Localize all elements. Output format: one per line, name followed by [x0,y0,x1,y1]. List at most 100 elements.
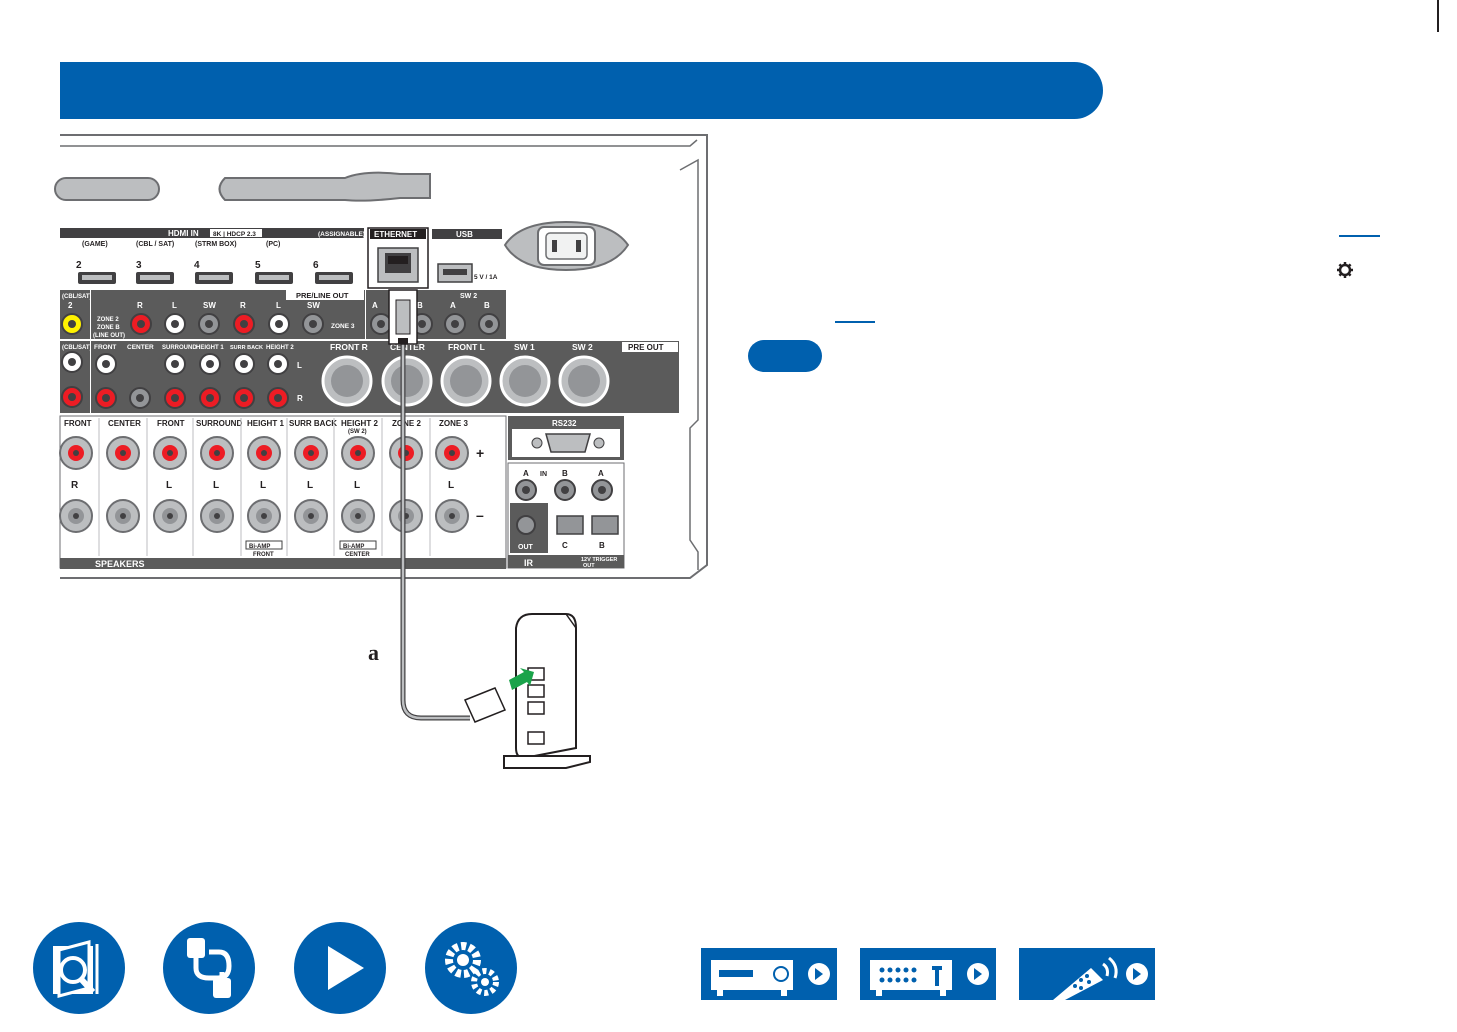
hdmi-sublabel-game: (GAME) [82,241,108,248]
hdmi-spec-label: 8K | HDCP 2.3 [213,231,256,238]
speaker-side-l5: L [354,480,360,491]
gear-icon [1337,262,1353,278]
sw2-b2-label: B [484,301,490,310]
hdmi-in-label: HDMI IN [168,229,199,238]
pre-line-out-label: PRE/LINE OUT [296,291,349,300]
trigger-c-label: C [562,541,568,550]
terminal-plus: + [476,445,484,461]
ir-a-label: A [523,469,529,478]
hdmi-number-4: 4 [194,260,200,271]
zone3-l-label: L [276,301,281,310]
zone2-l-label: L [172,301,177,310]
preout-head-front: FRONT [94,344,116,351]
ir-in-label: IN [540,471,547,478]
speaker-head-surrback: SURR BACK [289,419,337,428]
biamp-front-label: Bi-AMP [249,544,270,550]
zoneb-label: ZONE B [97,325,120,331]
sw2-a-label: A [372,301,378,310]
pre-out-label: PRE OUT [628,343,664,352]
ir-b-label: B [562,469,568,478]
speaker-terminals [59,436,469,533]
hdmi-number-2: 2 [76,260,82,271]
page-edge-line [1437,0,1439,32]
hdmi-sublabel-cblsat: (CBL / SAT) [136,241,174,248]
speaker-heads: FRONT CENTER FRONT SURROUND HEIGHT 1 SUR… [64,419,468,435]
trigger-out-label: OUT [583,563,595,569]
router [503,613,591,769]
xlr-head-front-l: FRONT L [448,342,485,352]
biamp-center-label: Bi-AMP [343,544,364,550]
zone2-sw-label: SW [203,301,216,310]
pre-line-out-jacks [130,313,324,335]
zone3-sw-label: SW [307,301,320,310]
settings-icon[interactable] [425,922,517,1014]
hdmi-sublabel-pc: (PC) [266,241,280,248]
hdmi-number-5: 5 [255,260,261,271]
speaker-side-l4: L [307,480,313,491]
preout-head-height1: HEIGHT 1 [196,345,224,351]
cbl-sat-label: (CBL/SAT) [62,294,92,300]
sw2-label: SW 2 [460,293,477,300]
sw2-a2-label: A [450,301,456,310]
lineout-label: (LINE OUT) [93,333,125,339]
sw2-b-label: B [417,301,423,310]
preout-l-label: L [297,361,302,370]
xlr-head-sw1: SW 1 [514,342,535,352]
terminal-minus: – [476,507,484,523]
speaker-sw2-note: (SW 2) [348,429,367,435]
rear-panel-icon[interactable] [860,948,996,1000]
trigger-label: 12V TRIGGER [581,557,617,563]
speaker-head-height1: HEIGHT 1 [247,419,284,428]
speaker-side-l3: L [260,480,266,491]
speaker-head-height2: HEIGHT 2 [341,419,378,428]
hdmi-assignable-label: (ASSIGNABLE) [318,231,365,238]
cbl-sat-number: 2 [68,301,73,310]
xlr-jacks [321,355,610,407]
zone3-r-label: R [240,301,246,310]
manual-index-icon[interactable] [33,922,125,1014]
xlr-head-center: CENTER [390,342,425,352]
ethernet-cable [388,289,507,723]
remote-control-icon[interactable] [1019,948,1155,1000]
speakers-label: SPEAKERS [95,559,145,569]
pre-out-rca-jacks [95,353,289,409]
speaker-head-zone3: ZONE 3 [439,419,468,428]
hdmi-sublabel-strmbox: (STRM BOX) [195,241,237,248]
zone2-r-label: R [137,301,143,310]
ir-label: IR [524,558,534,568]
speaker-side-l2: L [213,480,219,491]
xlr-head-sw2: SW 2 [572,342,593,352]
trigger-a-label: A [598,469,604,478]
ethernet-label: ETHERNET [374,230,417,239]
section-header-bar [60,62,1103,119]
ir-out-label: OUT [518,544,534,551]
front-panel-icon[interactable] [701,948,837,1000]
speaker-head-zone2: ZONE 2 [392,419,421,428]
cbl-sat-label-2: (CBL/SAT) [62,345,92,351]
speaker-side-r: R [71,480,79,491]
zone2-label: ZONE 2 [97,317,119,323]
connections-icon[interactable] [163,922,255,1014]
speaker-head-center: CENTER [108,419,141,428]
biamp-center-sub: CENTER [345,552,370,558]
zone3-label: ZONE 3 [331,323,355,330]
speaker-head-front-2: FRONT [157,419,185,428]
router-arrow [509,668,534,690]
preout-head-surrback: SURR BACK [230,345,263,351]
preout-head-height2: HEIGHT 2 [266,345,294,351]
hdmi-ports: 2 3 4 5 6 [76,260,353,284]
playback-icon[interactable] [294,922,386,1014]
rs232-label: RS232 [552,419,577,428]
tip-badge [748,340,822,372]
trigger-b-label: B [599,541,605,550]
speaker-head-front: FRONT [64,419,92,428]
preout-head-surround: SURROUND [162,345,197,351]
hdmi-number-3: 3 [136,260,142,271]
preout-r-label: R [297,394,303,403]
hdmi-number-6: 6 [313,260,319,271]
preout-head-center: CENTER [127,344,154,351]
speaker-side-l6: L [448,480,454,491]
speaker-side-l1: L [166,480,172,491]
biamp-front-sub: FRONT [253,552,274,558]
